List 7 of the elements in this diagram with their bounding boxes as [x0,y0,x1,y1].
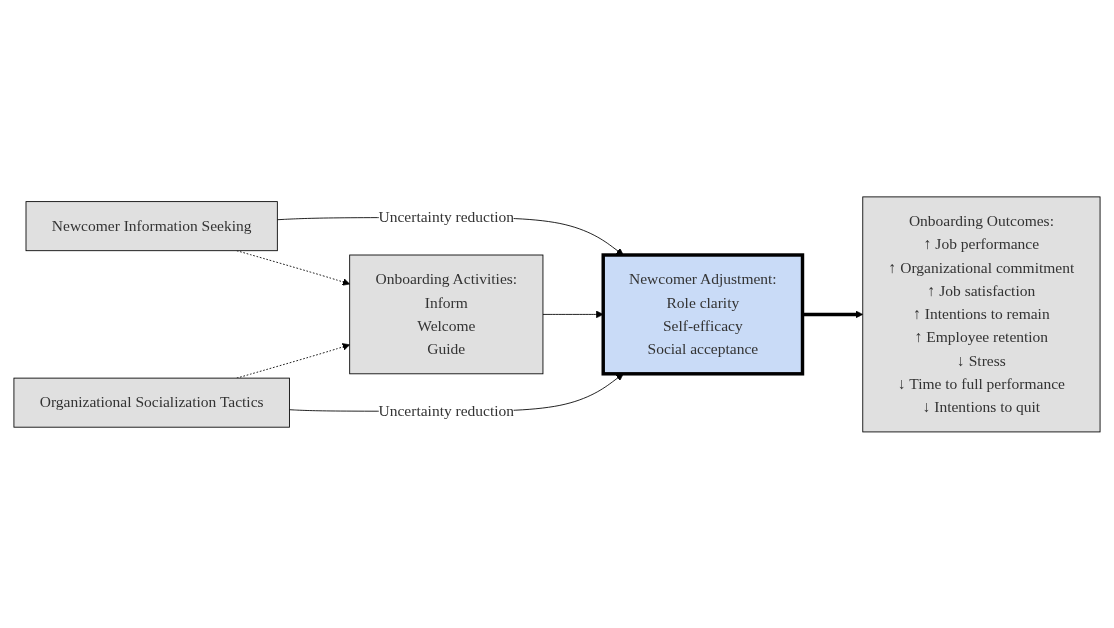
node-box: Onboarding Outcomes: ↑ Job performance ↑ Organizational commitment ↑ Job satisfaction ↑ Intentions to remain ↑ Employee retention ↓ Stress ↓ Time to full performance ↓ Intentions to quit [862,196,1101,432]
edge-label: Uncertainty reduction [378,401,515,420]
node-box: Newcomer Adjustment: Role clarity Self-efficacy Social acceptance [601,252,805,376]
node-box: Organizational Socialization Tactics [13,377,290,428]
node-box: Newcomer Information Seeking [25,200,278,251]
edge-label: Uncertainty reduction [378,208,515,226]
node-box: Onboarding Activities: Inform Welcome Guide [349,254,544,374]
